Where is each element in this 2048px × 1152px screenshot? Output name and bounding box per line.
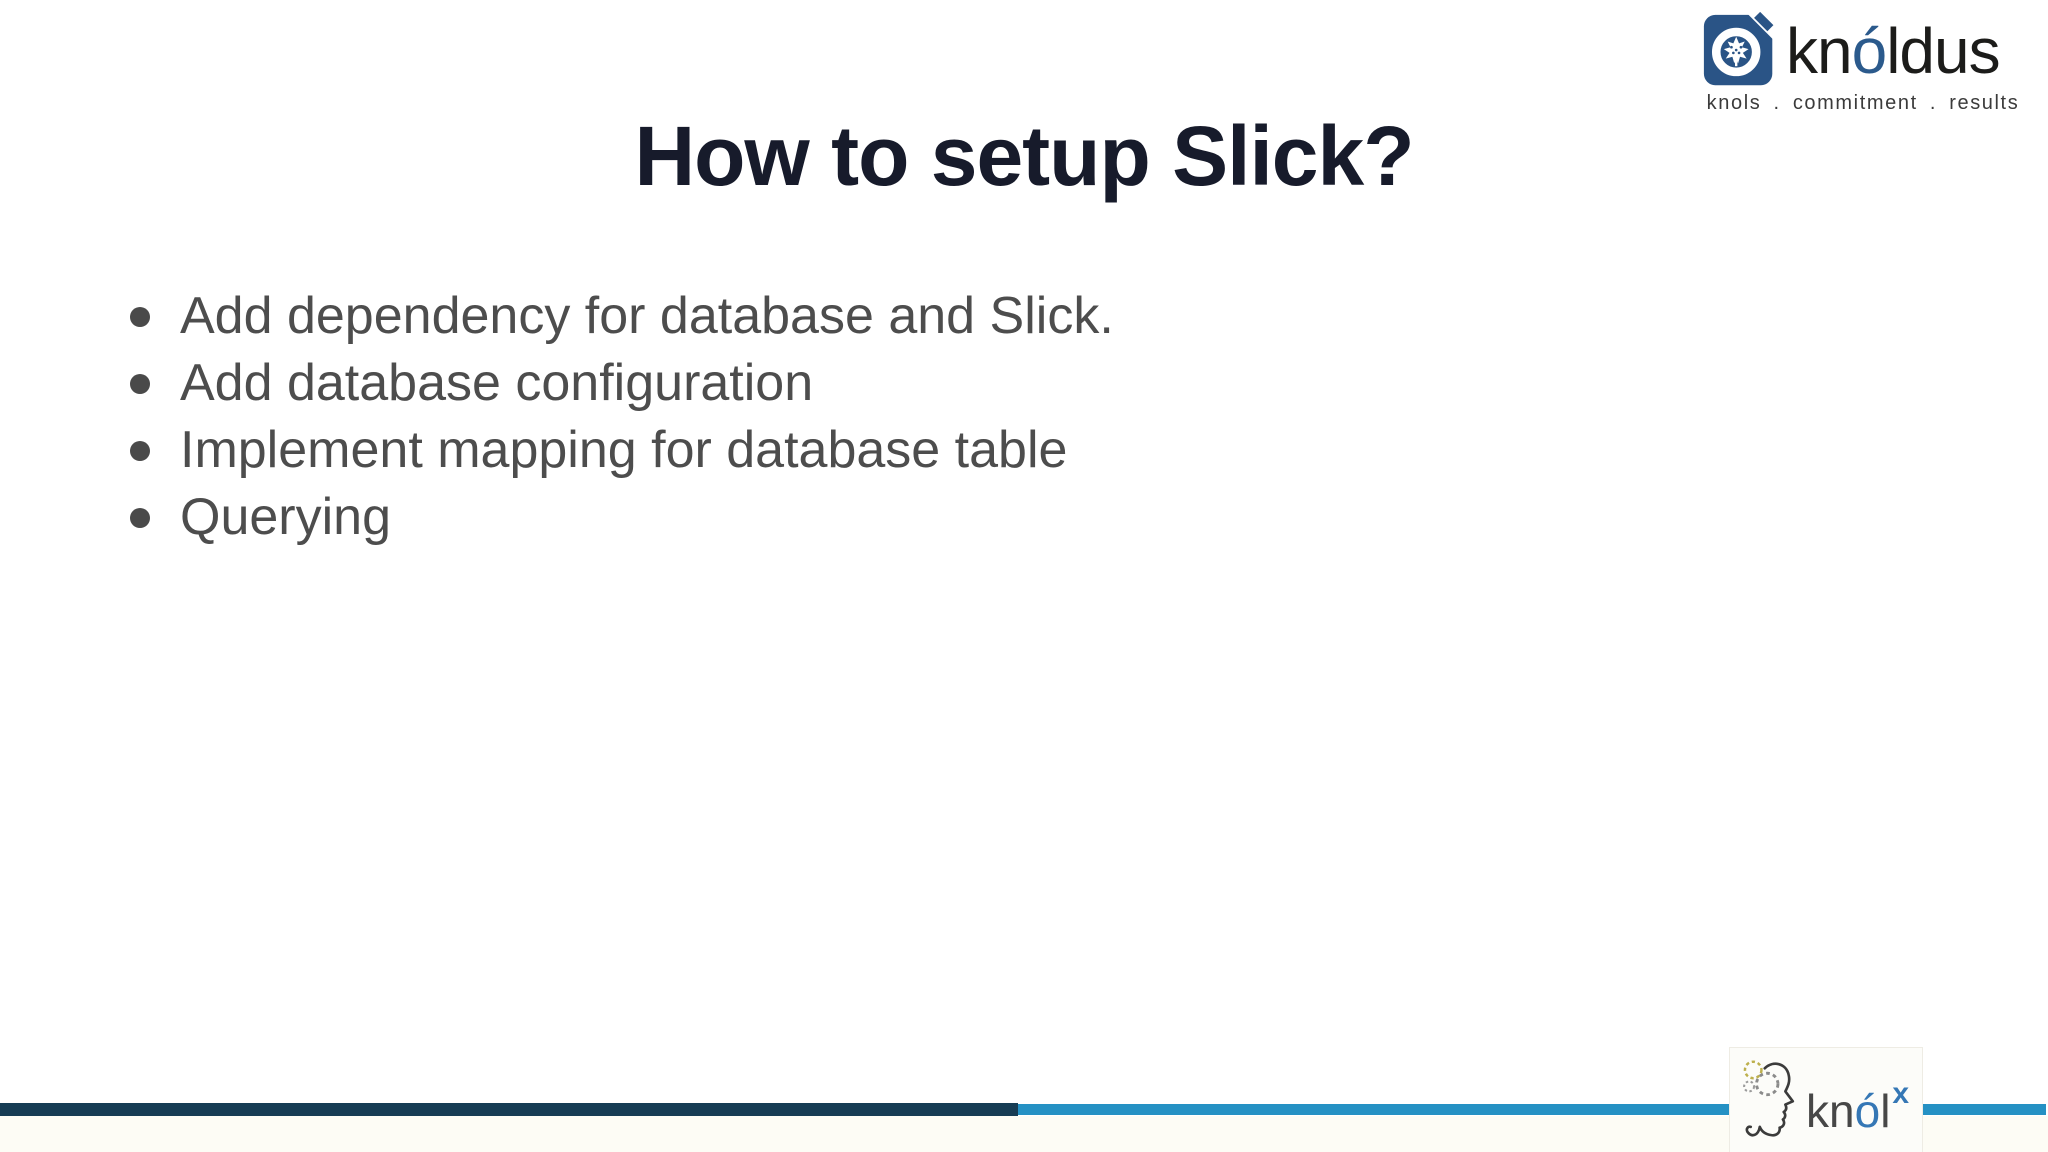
knolx-superscript-x: x <box>1892 1077 1910 1110</box>
knolx-head-gears-icon <box>1743 1060 1795 1137</box>
bullet-dot <box>130 374 150 394</box>
bullet-text: Add database configuration <box>180 354 814 412</box>
bullet-dot <box>130 307 150 327</box>
knolx-post: l <box>1880 1085 1891 1137</box>
knolx-logo-panel: knólx <box>1729 1047 1923 1152</box>
knoldus-wordmark: knóldus <box>1786 13 2001 89</box>
knolx-accent: ó <box>1854 1085 1881 1137</box>
wordmark-pre: kn <box>1786 15 1853 87</box>
bullet-text: Querying <box>180 488 391 546</box>
knoldus-maple-leaf-icon <box>1703 12 1778 86</box>
list-item: Querying <box>128 484 1114 551</box>
bullet-dot <box>130 508 150 528</box>
knoldus-brand-block: knóldus knols . commitment . results <box>1702 12 2024 115</box>
list-item: Implement mapping for database table <box>128 417 1114 484</box>
knolx-pre: kn <box>1806 1085 1855 1137</box>
bullet-text: Add dependency for database and Slick. <box>180 287 1114 345</box>
list-item: Add dependency for database and Slick. <box>128 283 1114 350</box>
footer-background-strip <box>0 1116 2048 1152</box>
bullet-dot <box>130 441 150 461</box>
bullet-list: Add dependency for database and Slick. A… <box>128 283 1114 551</box>
knolx-wordmark: knólx <box>1806 1077 1909 1138</box>
list-item: Add database configuration <box>128 350 1114 417</box>
wordmark-post: ldus <box>1886 15 2000 87</box>
knoldus-logo-row: knóldus <box>1702 12 2024 90</box>
page-title: How to setup Slick? <box>634 109 1414 204</box>
footer-divider-dark-segment <box>0 1103 1018 1116</box>
knoldus-tagline: knols . commitment . results <box>1706 92 2020 114</box>
wordmark-accent: ó <box>1851 15 1888 87</box>
bullet-text: Implement mapping for database table <box>180 421 1068 479</box>
footer-divider-teal-segment <box>1018 1104 2046 1115</box>
